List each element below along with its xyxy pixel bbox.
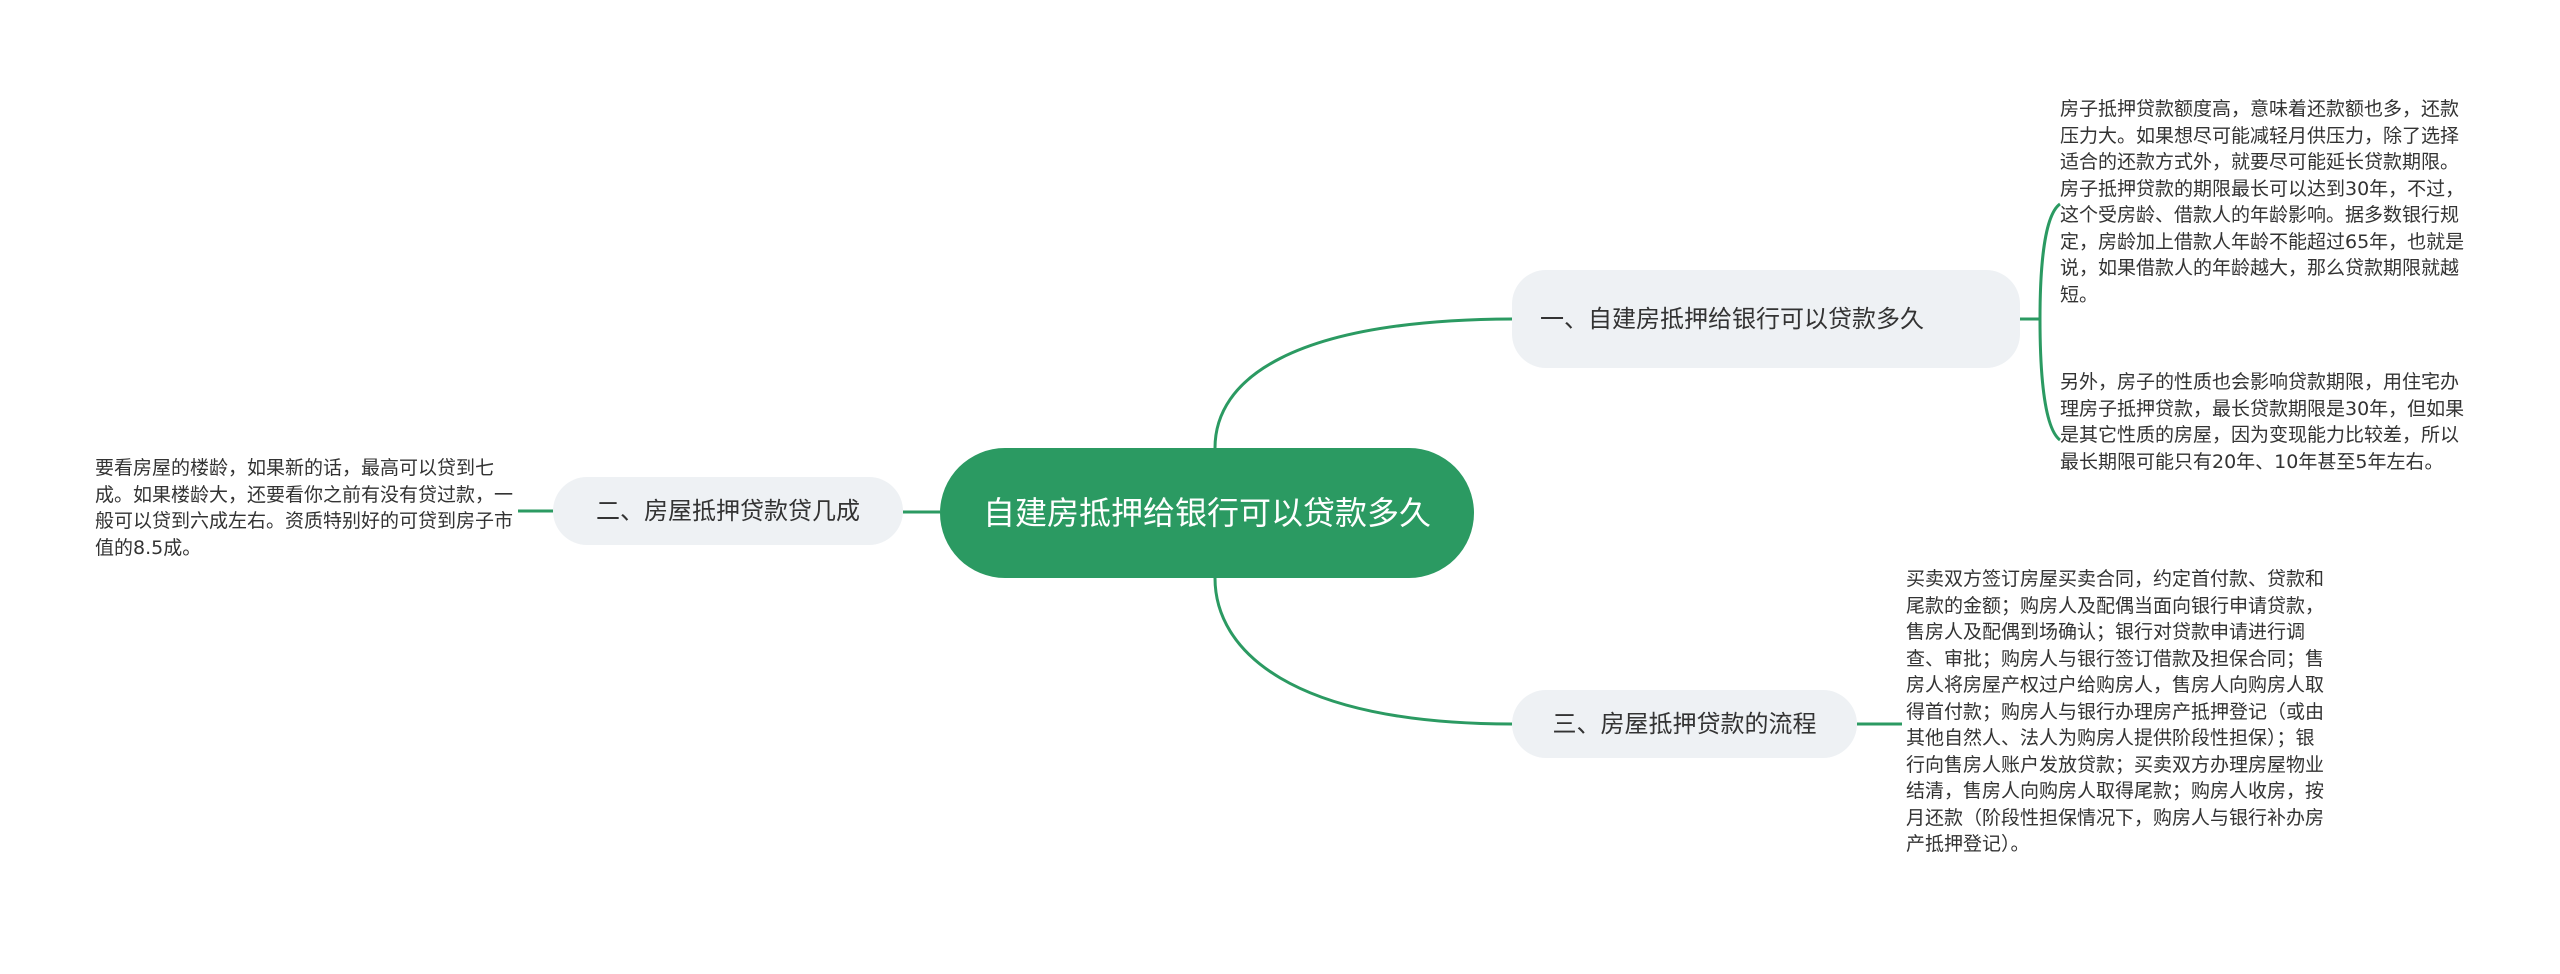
connector-branch-1-leaves — [2020, 202, 2062, 442]
detail-text-1b: 另外，房子的性质也会影响贷款期限，用住宅办理房子抵押贷款，最长贷款期限是30年，… — [2060, 371, 2465, 473]
root-topic[interactable]: 自建房抵押给银行可以贷款多久 — [940, 448, 1474, 578]
branch-topic-3[interactable]: 三、房屋抵押贷款的流程 — [1512, 690, 1857, 758]
branch-topic-2[interactable]: 二、房屋抵押贷款贷几成 — [553, 477, 903, 545]
connector-root-branch-3 — [1213, 577, 1513, 726]
detail-text-3: 买卖双方签订房屋买卖合同，约定首付款、贷款和尾款的金额；购房人及配偶当面向银行申… — [1906, 568, 2325, 855]
branch-topic-1[interactable]: 一、自建房抵押给银行可以贷款多久 — [1512, 270, 2020, 368]
root-topic-label: 自建房抵押给银行可以贷款多久 — [982, 494, 1431, 532]
branch-topic-1-label: 一、自建房抵押给银行可以贷款多久 — [1540, 305, 1924, 333]
detail-text-2: 要看房屋的楼龄，如果新的话，最高可以贷到七成。如果楼龄大，还要看你之前有没有贷过… — [95, 457, 514, 559]
branch-topic-3-label: 三、房屋抵押贷款的流程 — [1552, 710, 1817, 738]
connector-root-branch-1 — [1213, 317, 1513, 449]
detail-text-1a: 房子抵押贷款额度高，意味着还款额也多，还款压力大。如果想尽可能减轻月供压力，除了… — [2060, 98, 2465, 306]
branch-topic-2-label: 二、房屋抵押贷款贷几成 — [596, 497, 860, 525]
